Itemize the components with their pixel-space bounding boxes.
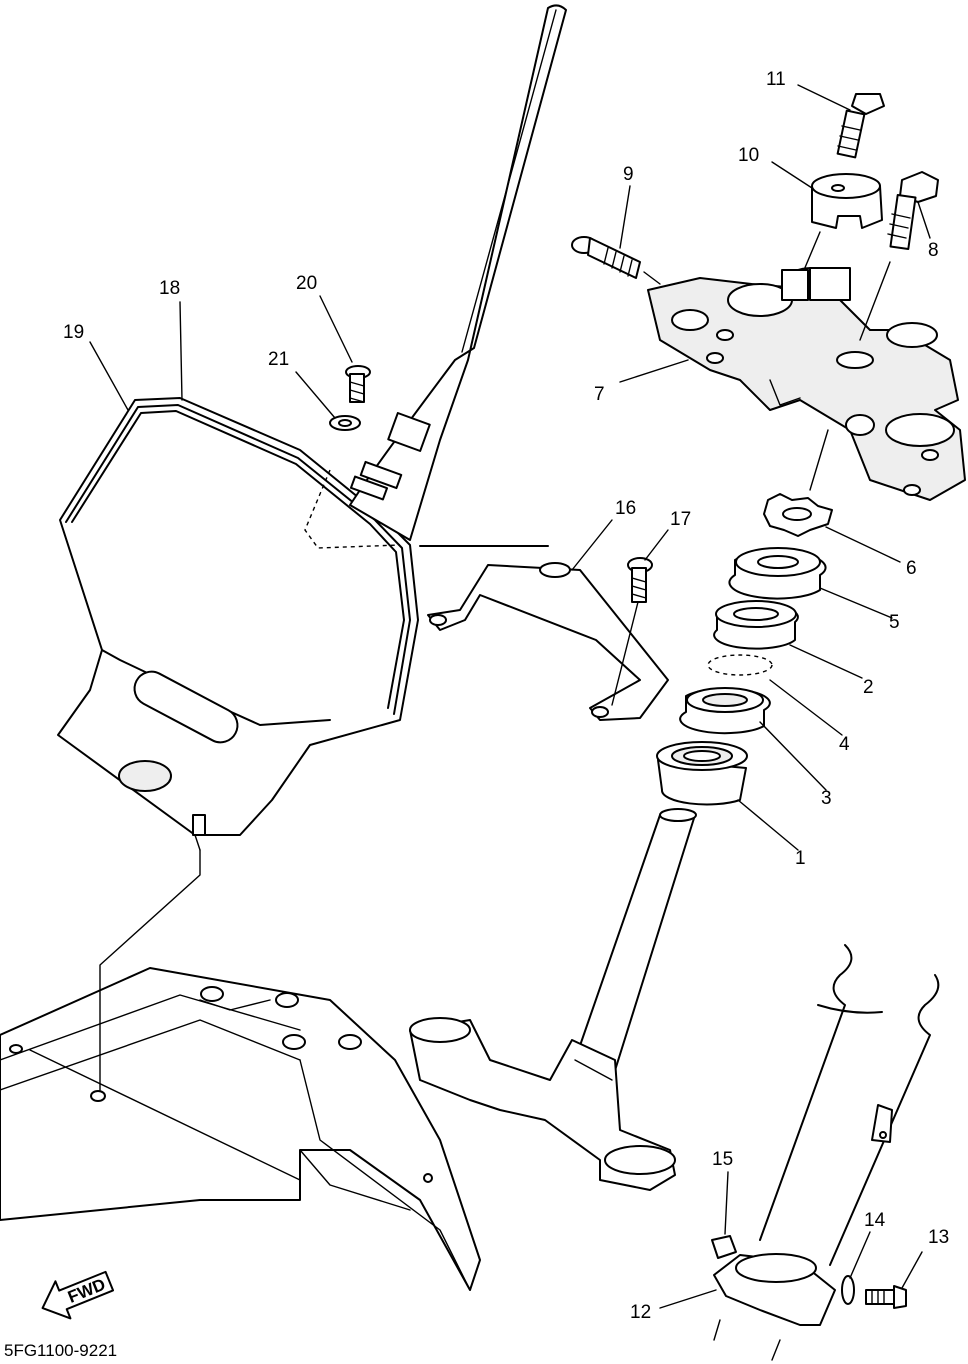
strap-slot-low	[349, 475, 389, 501]
plate-strap-rod	[349, 4, 567, 541]
washer-21-hole	[338, 419, 352, 427]
bolt-8	[859, 171, 939, 341]
callout-14: 14	[864, 1210, 886, 1231]
callout-19: 19	[63, 322, 84, 343]
fork-clamp-12	[713, 1253, 836, 1361]
callout-21: 21	[268, 349, 289, 370]
callout-4: 4	[839, 734, 850, 755]
race-2	[713, 600, 799, 650]
seal-5	[728, 547, 827, 600]
callout-9: 9	[623, 164, 634, 185]
bracket-16	[427, 562, 669, 721]
callout-16: 16	[615, 498, 636, 519]
plate-post	[192, 814, 206, 836]
fwd-direction-arrow: FWD	[41, 1270, 115, 1320]
leader-lines	[89, 84, 931, 1309]
upper-bracket-7	[647, 267, 966, 501]
callout-7: 7	[594, 384, 605, 405]
front-fender	[0, 967, 481, 1291]
bearing-1	[656, 741, 748, 806]
plate-to-fender-line	[99, 849, 201, 1091]
callout-8: 8	[928, 240, 939, 261]
plate-grommet	[118, 760, 172, 792]
washer-14	[841, 1275, 855, 1305]
plate-slot-lower	[133, 670, 239, 744]
callout-3: 3	[821, 788, 832, 809]
callout-18: 18	[159, 278, 180, 299]
bolt-11	[836, 93, 885, 159]
steering-stem	[409, 808, 697, 1191]
callout-6: 6	[906, 558, 917, 579]
callout-17: 17	[670, 509, 691, 530]
holder-cap-10	[803, 173, 883, 271]
bolt-17	[611, 557, 653, 706]
screw-20	[345, 365, 371, 403]
diagram-code: 5FG1100-9221	[4, 1341, 117, 1360]
callout-2: 2	[863, 677, 874, 698]
strap-slot-mid	[359, 460, 403, 490]
callout-1: 1	[795, 848, 806, 869]
strap-slot-upper	[387, 412, 431, 452]
bolt-13	[865, 1285, 907, 1309]
callout-labels: 1 2 3 4 5 6 7 8 9 10 11 12 13 14 15 16 1…	[63, 69, 949, 1323]
fork-tube	[759, 944, 940, 1266]
callout-15: 15	[712, 1149, 733, 1170]
ring-nut-6	[763, 429, 833, 537]
callout-10: 10	[738, 145, 759, 166]
bolt-9	[571, 236, 661, 285]
callout-20: 20	[296, 273, 317, 294]
nut-15	[711, 1235, 737, 1259]
race-3	[679, 687, 771, 735]
callout-5: 5	[889, 612, 900, 633]
callout-11: 11	[766, 69, 786, 90]
ball-bearings-4	[707, 654, 773, 676]
callout-13: 13	[928, 1227, 949, 1248]
callout-12: 12	[630, 1302, 651, 1323]
number-plate	[57, 397, 419, 851]
